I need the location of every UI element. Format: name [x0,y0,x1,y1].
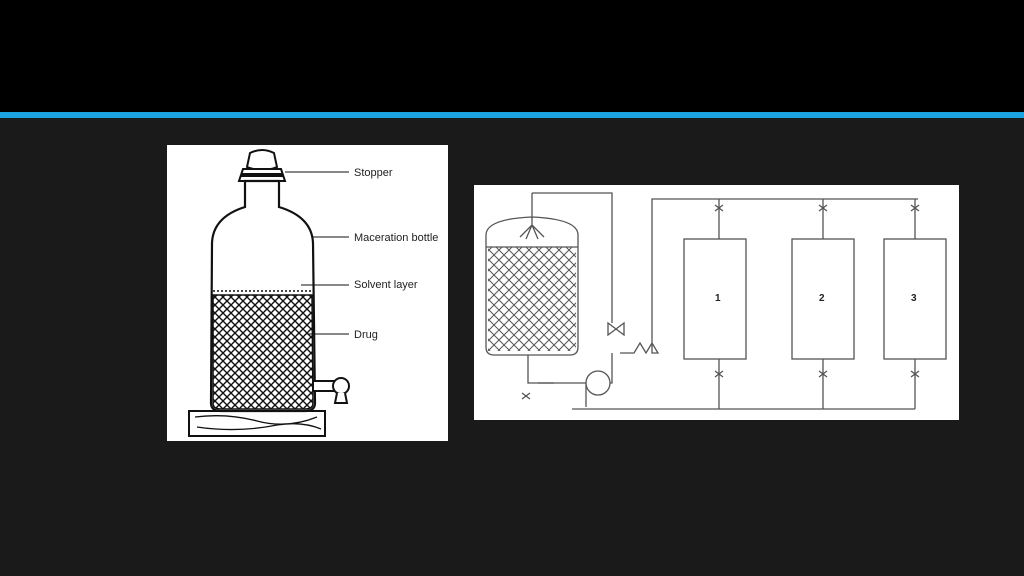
unit-1-box [683,238,747,360]
stopper-icon [237,149,287,182]
label-maceration-bottle: Maceration bottle [354,232,438,244]
slide-title-bar [0,0,1024,112]
unit-1-label: 1 [715,293,721,304]
maceration-bottle-diagram: Stopper Maceration bottle Solvent layer … [188,149,438,437]
pump-icon [585,370,611,396]
label-stopper: Stopper [354,167,393,179]
unit-2-label: 2 [819,293,825,304]
accent-rule [0,112,1024,118]
drug-layer [212,294,314,410]
extraction-setup-figure: 1 2 3 [474,185,959,420]
wooden-base [188,410,326,437]
maceration-bottle-figure: Stopper Maceration bottle Solvent layer … [167,145,448,441]
label-solvent-layer: Solvent layer [354,279,418,291]
unit-3-label: 3 [911,293,917,304]
extraction-setup-diagram: 1 2 3 [485,192,947,410]
unit-3-box [883,238,947,360]
label-drug: Drug [354,329,378,341]
tap-icon [312,377,350,404]
unit-2-box [791,238,855,360]
